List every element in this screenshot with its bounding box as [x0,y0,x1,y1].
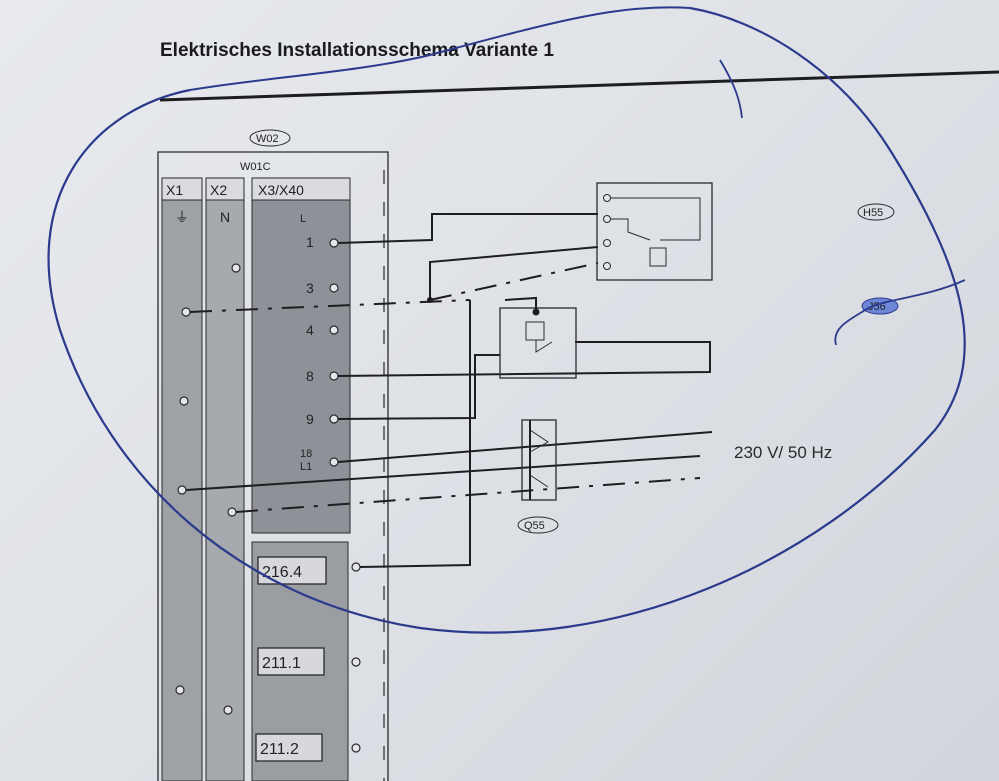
h55-tag-ring [857,203,895,221]
junction-2 [532,308,540,316]
supply-label: 230 V/ 50 Hz [734,443,832,462]
x2-terminal-b [227,507,237,517]
x1-terminal-a [181,307,191,317]
x3-rail [251,177,351,534]
h55-terminal-1 [603,194,611,202]
q55-tag: Q55 [524,520,545,532]
h55-terminal-4 [603,262,611,270]
terminal-3 [329,283,339,293]
x1-header-cell [161,177,203,201]
x1-terminal-c [177,485,187,495]
w02-tag: W02 [256,133,279,145]
neutral-label: N [220,209,230,225]
ground-icon: ⏚ [175,209,189,225]
wire-terminal-9 [337,354,500,420]
x1-rail [161,177,203,781]
terminal-9 [329,414,339,424]
x1-terminal-b [179,396,189,406]
x2-rail [205,177,245,781]
h55-contact [611,218,651,241]
terminal-8 [329,371,339,381]
terminal-4-label: 4 [306,322,314,338]
h55-terminal-3 [603,239,611,247]
x1-terminal-d [175,685,185,695]
marker-j56-pointer [834,279,966,346]
wire-supply-pe [185,455,701,491]
w02-tag-ring [249,129,291,147]
j56-device [499,307,577,379]
q55-switch [521,419,557,501]
junction-1 [427,297,433,303]
q55-contact-bottom [529,474,549,488]
wire-terminal-1 [337,213,598,244]
dash-line-pe [189,299,471,313]
live-label: L [300,213,306,225]
diagram-title: Elektrisches Installationsschema Variant… [160,40,554,61]
terminal-9-label: 9 [306,411,314,427]
dash-line-h55 [429,262,599,301]
dash-line-n [235,477,701,513]
terminal-216-4 [351,562,361,572]
box-211-2-label: 211.2 [260,741,299,758]
w01c-tag: W01C [240,161,271,173]
terminal-3-label: 3 [306,280,314,296]
wire-h55-return [429,246,599,300]
x3-header-cell [251,177,351,201]
title-rule [159,70,999,102]
x3-header: X3/X40 [258,182,304,198]
terminal-211-1 [351,657,361,667]
box-211-1 [257,647,325,676]
marker-loop-top [189,6,691,91]
terminal-l1-label: L1 [300,461,312,473]
terminal-8-label: 8 [306,368,314,384]
wire-supply-l [337,431,713,463]
terminal-1 [329,238,339,248]
wire-j56-feed [504,296,537,312]
terminal-4 [329,325,339,335]
h55-tag: H55 [863,207,883,219]
terminal-block-frame [157,151,389,781]
h55-terminal-2 [603,215,611,223]
j56-contact [535,340,553,353]
x1-header: X1 [166,182,183,198]
h55-internal-wire [611,197,701,241]
marker-tick [719,59,743,119]
x2-terminal-c [223,705,233,715]
j56-sensor-icon [525,321,545,341]
terminal-211-2 [351,743,361,753]
x2-terminal-a [231,263,241,273]
q55-contact-top [529,429,549,453]
q55-tag-ring [517,516,559,534]
x2-header-cell [205,177,245,201]
marker-loop [47,6,966,634]
box-211-2 [255,733,323,762]
box-211-1-label: 211.1 [262,655,301,672]
wire-terminal-8 [337,341,711,377]
h55-relay-icon [649,247,667,267]
terminal-1-label: 1 [306,234,314,250]
terminal-18 [329,457,339,467]
box-216-4-label: 216.4 [262,564,302,581]
x2-header: X2 [210,182,227,198]
h55-device [596,182,713,281]
terminal-18-label: 18 [300,448,312,460]
wire-216-4 [359,300,471,568]
